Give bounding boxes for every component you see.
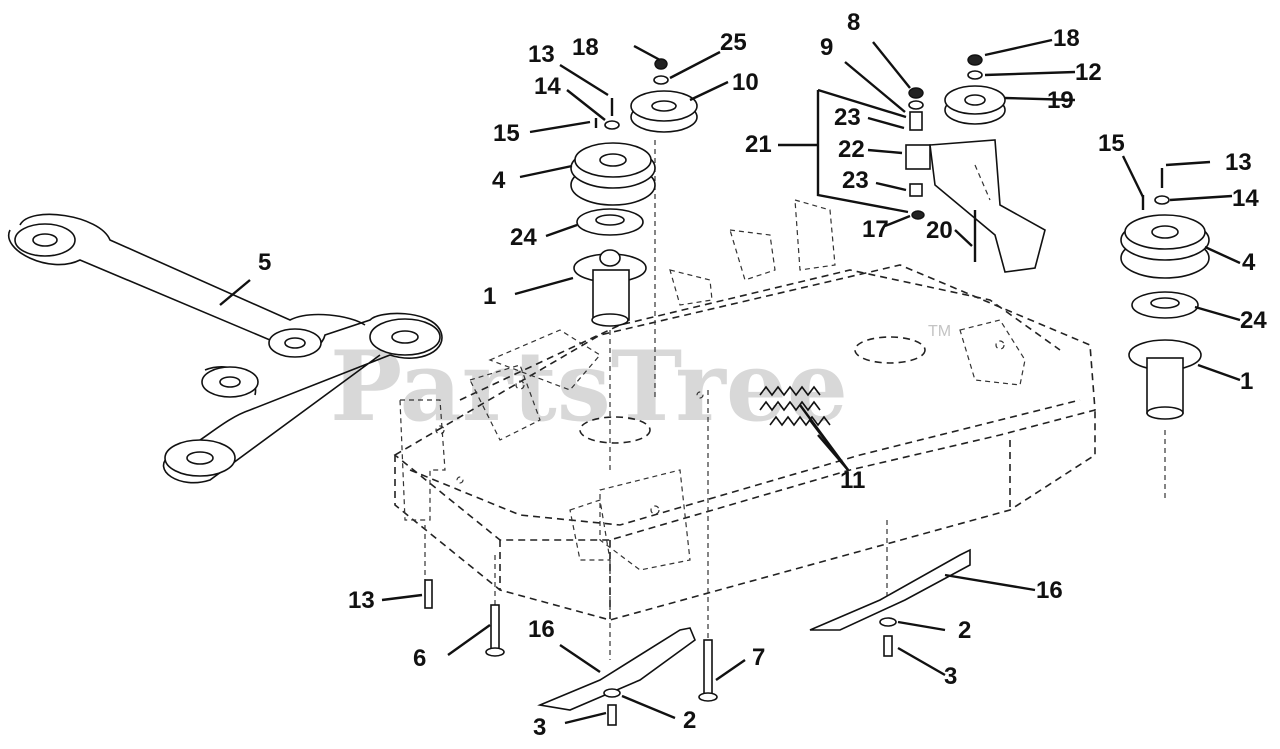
tension-springs [759, 385, 831, 427]
callout-11: 11 [840, 467, 865, 494]
callout-23: 23 [834, 104, 861, 131]
mower-blades [537, 548, 971, 711]
callout-4: 4 [492, 167, 506, 194]
callout-20: 20 [926, 217, 953, 244]
callout-24: 24 [510, 224, 537, 251]
callout-6: 6 [413, 645, 426, 672]
callout-21: 21 [745, 131, 772, 158]
idler-arm-assembly [905, 54, 1046, 273]
bolts-and-washers [424, 579, 897, 726]
callout-12: 12 [1075, 59, 1102, 86]
alignment-lines [424, 140, 1166, 660]
callout-7: 7 [752, 644, 765, 671]
callout-5: 5 [258, 249, 271, 276]
callout-23-lower: 23 [842, 167, 869, 194]
callout-13: 13 [528, 41, 555, 68]
callout-labels: 13 18 25 14 10 15 4 24 1 5 8 9 23 21 22 … [258, 9, 1267, 741]
callout-8: 8 [847, 9, 860, 36]
callout-16-right: 16 [1036, 577, 1063, 604]
drive-belt [7, 213, 443, 484]
callout-25: 25 [720, 29, 747, 56]
callout-24-right: 24 [1240, 307, 1267, 334]
leader-lines [219, 38, 1241, 725]
callout-22: 22 [838, 136, 865, 163]
left-spindle-assembly [570, 98, 656, 327]
callout-4-right: 4 [1242, 249, 1256, 276]
right-spindle-assembly [1120, 168, 1210, 420]
callout-19: 19 [1047, 87, 1074, 114]
idler-pulley-assembly [630, 58, 698, 133]
callout-9: 9 [820, 34, 833, 61]
callout-16-left: 16 [528, 616, 555, 643]
callout-3-right: 3 [944, 663, 957, 690]
callout-13-right: 13 [1225, 149, 1252, 176]
callout-1-right: 1 [1240, 368, 1253, 395]
callout-14: 14 [534, 73, 561, 100]
callout-14-right: 14 [1232, 185, 1259, 212]
callout-3-left: 3 [533, 714, 546, 741]
callout-18: 18 [572, 34, 599, 61]
callout-10: 10 [732, 69, 759, 96]
callout-1: 1 [483, 283, 496, 310]
callout-15-right: 15 [1098, 130, 1125, 157]
callout-2-right: 2 [958, 617, 971, 644]
callout-15: 15 [493, 120, 520, 147]
trademark-mark: TM [928, 323, 951, 340]
callout-13-lower: 13 [348, 587, 375, 614]
callout-18-right: 18 [1053, 25, 1080, 52]
callout-2-left: 2 [683, 707, 696, 734]
callout-17: 17 [862, 216, 889, 243]
